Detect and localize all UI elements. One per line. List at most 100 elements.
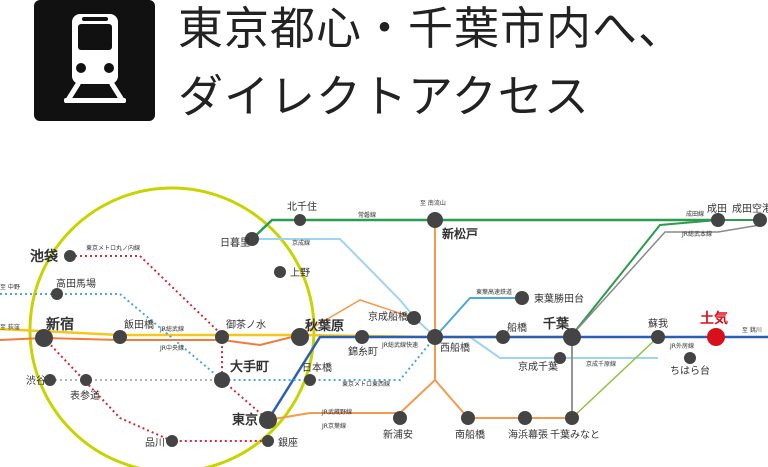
station-node-shinagawa[interactable] [166, 435, 178, 447]
station-node-chiharadai[interactable] [684, 352, 696, 364]
line-label-tozai: 東京メトロ東西線 [342, 380, 390, 388]
station-node-kitasenju[interactable] [294, 214, 306, 226]
toyo-line [434, 297, 522, 338]
line-label-keisei: 京成線 [292, 239, 310, 247]
station-node-takadanobaba[interactable] [51, 288, 63, 300]
station-node-ochanomizu[interactable] [215, 330, 229, 344]
page-title-line1: 東京都心・千葉市内へ、 [178, 2, 685, 55]
station-node-shinmatsudo[interactable] [427, 212, 443, 228]
label-kaihinmakuhari: 海浜幕張 [508, 428, 548, 441]
label-akihabara: 秋葉原 [305, 318, 344, 334]
direction-minami-nagareyama: 至 南流山 [420, 199, 446, 207]
label-toke: 土気 [700, 310, 728, 327]
line-labels: 東京メトロ丸ノ内線 JR総武線 JR中央線 常磐線 京成線 JR総武線快速 東京… [86, 210, 712, 430]
keisei-narita-line [571, 219, 760, 336]
station-node-toke[interactable] [707, 328, 725, 346]
marunouchi-line [70, 255, 269, 421]
line-label-musashino: JR武蔵野線 [321, 408, 352, 416]
station-node-iidabashi[interactable] [113, 330, 127, 344]
keisei-main-line [251, 218, 718, 240]
label-nihonbashi: 日本橋 [302, 361, 332, 374]
line-label-chiba-urban: 京成千原線 [586, 360, 616, 368]
station-node-chiba[interactable] [563, 328, 581, 346]
keisei-funabashi-link [299, 299, 415, 336]
sobu-main-line [571, 224, 761, 336]
label-minamifunabashi: 南船橋 [455, 428, 485, 441]
label-shinmatsudo: 新松戸 [442, 226, 478, 241]
station-node-funabashi[interactable] [496, 330, 510, 344]
line-label-chuo: JR中央線 [159, 344, 184, 352]
station-node-toyokatsutadai[interactable] [515, 291, 529, 305]
label-ikebukuro: 池袋 [30, 248, 59, 265]
label-tokyo: 東京 [232, 412, 258, 428]
station-node-nihonbashi[interactable] [304, 374, 316, 386]
station-nodes [35, 212, 767, 447]
line-label-marunouchi: 東京メトロ丸ノ内線 [86, 244, 140, 252]
station-node-minamifunabashi[interactable] [461, 411, 475, 425]
station-node-keiseifunabashi[interactable] [407, 311, 421, 325]
station-node-narita[interactable] [711, 213, 725, 227]
label-ochanomizu: 御茶ノ水 [226, 318, 266, 331]
station-node-ginza[interactable] [262, 435, 274, 447]
label-chibaminato: 千葉みなと [550, 428, 600, 441]
station-node-soga[interactable] [651, 330, 665, 344]
label-omotesando: 表参道 [70, 389, 100, 402]
label-funabashi: 船橋 [507, 321, 527, 334]
label-shibuya: 渋谷 [26, 374, 46, 387]
label-takadanobaba: 高田馬場 [56, 277, 96, 290]
line-label-sobu: JR総武線 [159, 325, 184, 333]
label-nippori: 日暮里 [220, 236, 250, 249]
line-label-sobu-rapid: JR総武線快速 [381, 341, 418, 349]
station-node-shibuya[interactable] [44, 374, 56, 386]
station-node-narita-airport[interactable] [753, 213, 767, 227]
direction-chosi: 至 銚川 [742, 326, 762, 334]
station-node-chibaminato[interactable] [565, 411, 579, 425]
station-node-ueno[interactable] [274, 266, 286, 278]
station-node-tokyo[interactable] [259, 411, 277, 429]
label-ueno: 上野 [290, 267, 310, 279]
station-node-nishifunabashi[interactable] [427, 329, 443, 345]
station-node-otemachi[interactable] [214, 372, 230, 388]
line-label-keiyo: JR京葉線 [321, 422, 346, 430]
station-node-shinurayasu[interactable] [393, 411, 407, 425]
station-node-ikebukuro[interactable] [64, 250, 76, 262]
station-node-nippori[interactable] [245, 232, 259, 246]
station-node-keiseichiba[interactable] [554, 352, 566, 364]
line-label-sotobo: JR外房線 [669, 342, 694, 350]
station-node-shinjuku[interactable] [35, 329, 53, 347]
label-narita: 成田 [707, 203, 727, 215]
station-node-akihabara[interactable] [291, 328, 309, 346]
station-node-kaihinmakuhari[interactable] [518, 411, 532, 425]
label-keiseifunabashi: 京成船橋 [368, 310, 408, 323]
station-node-kinshicho[interactable] [355, 330, 369, 344]
station-labels: 池袋 高田馬場 新宿 渋谷 表参道 品川 飯田橋 御茶ノ水 大手町 東京 銀座 … [26, 200, 768, 449]
label-kitasenju: 北千住 [287, 200, 317, 213]
train-front-icon [34, 0, 155, 121]
page-title-line2: ダイレクトアクセス [178, 70, 590, 123]
direction-labels: 至 中野 至 荻窪 至 南流山 至 銚川 [0, 199, 762, 334]
label-kinshicho: 錦糸町 [348, 345, 378, 358]
label-otemachi: 大手町 [230, 359, 269, 375]
tozai-line [0, 293, 436, 381]
line-label-sobu-main: JR総武本線 [681, 230, 712, 238]
station-node-omotesando[interactable] [80, 374, 92, 386]
label-shinjuku: 新宿 [46, 316, 74, 333]
line-label-narita: 成田線 [686, 210, 704, 218]
label-nishifunabashi: 西船橋 [440, 341, 470, 354]
label-chiharadai: ちはら台 [670, 364, 710, 377]
label-soga: 蘇我 [648, 317, 668, 330]
label-shinagawa: 品川 [145, 437, 165, 449]
direction-ogikubo: 至 荻窪 [0, 323, 20, 331]
direction-nakano: 至 中野 [0, 283, 20, 291]
label-narita-airport: 成田空港 [732, 202, 768, 215]
line-label-joban: 常磐線 [358, 211, 376, 219]
label-keiseichiba: 京成千葉 [518, 360, 558, 373]
label-toyokatsutadai: 東葉勝田台 [534, 292, 584, 305]
label-chiba: 千葉 [543, 316, 570, 332]
line-label-toyo: 東葉高速鉄道 [476, 288, 512, 296]
keisei-chiba-line [571, 336, 659, 419]
label-iidabashi: 飯田橋 [124, 318, 154, 331]
label-ginza: 銀座 [278, 436, 298, 449]
label-shinurayasu: 新浦安 [383, 428, 413, 441]
